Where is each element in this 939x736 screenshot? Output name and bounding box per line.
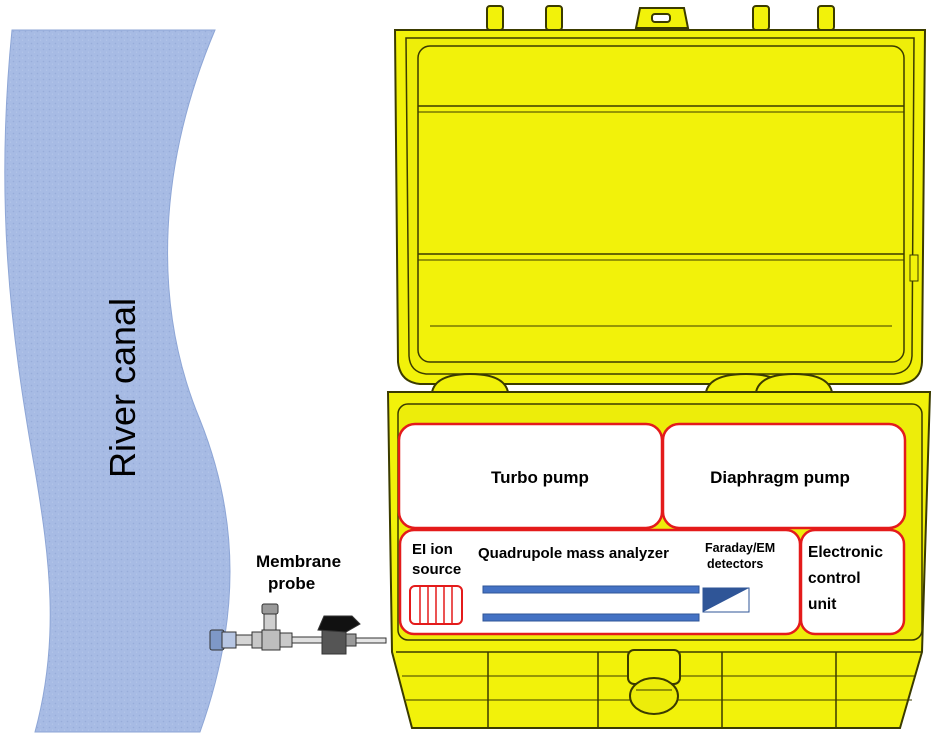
valve-handle [317,615,361,633]
analyzer-label: Quadrupole mass analyzer [478,545,669,562]
probe-inlet-nut [221,631,237,649]
lid-side-notch [909,254,919,282]
probe-connector [235,634,253,646]
case-lid [393,5,927,385]
ecu-label-line3: unit [808,596,836,613]
detector-wedge [703,588,749,612]
probe-tee-body [261,629,281,651]
river-canal-label: River canal [102,298,143,478]
component-boxes [397,422,907,636]
detectors-label-line1: Faraday/EM [705,541,775,555]
lid-tab-4 [817,5,835,31]
lid-latch-slot [651,13,671,23]
hinge-1 [430,372,510,393]
valve-side-nut [345,633,357,647]
probe-side-nut [279,632,293,648]
river-canal-shape [4,29,231,733]
membrane-probe-label-line2: probe [268,574,315,593]
quadrupole-rod-upper [482,585,700,594]
quadrupole-rod-lower [482,613,700,622]
turbo-pump-label: Turbo pump [491,468,589,487]
ecu-label-line1: Electronic [808,544,883,561]
probe-tee-stem [263,611,277,631]
ion-source-frame [409,585,463,625]
lid-tab-1 [486,5,504,31]
detectors-label-line2: detectors [707,557,763,571]
front-latch-knob [629,677,679,715]
ion-source-label-line2: source [412,561,461,578]
probe-union-nut [251,631,263,649]
ecu-label-line2: control [808,570,861,587]
detector-element [702,587,750,613]
lid-inner-panel [417,45,905,363]
valve-body [321,627,347,655]
membrane-probe-label-line1: Membrane [256,552,341,571]
river-canal: River canal [4,29,231,733]
ion-source-label-line1: EI ion [412,541,453,558]
hinge-3 [754,372,834,393]
probe-tubing-1 [291,636,323,644]
probe-tubing-2 [355,637,387,644]
electronic-control-unit-box [799,528,906,636]
lid-tab-3 [752,5,770,31]
membrane-probe [209,603,387,655]
ion-source-grid [409,585,463,625]
probe-tee-cap [261,603,279,615]
lid-tab-2 [545,5,563,31]
diaphragm-pump-box [661,422,907,530]
diaphragm-pump-label: Diaphragm pump [710,468,850,487]
